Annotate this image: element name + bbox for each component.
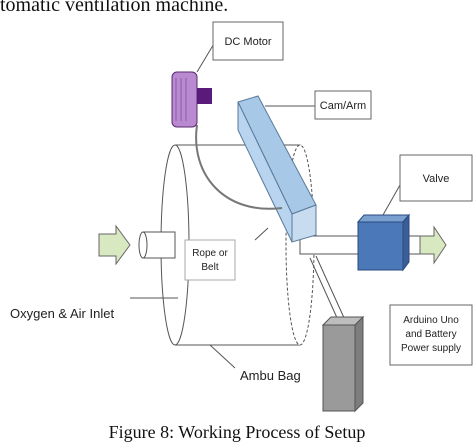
dc-motor-label-box [212, 21, 284, 61]
oxygen-inlet-label: Oxygen & Air Inlet [10, 306, 114, 321]
valve-label: Valve [423, 173, 450, 185]
cam-arm-label: Cam/Arm [320, 100, 366, 112]
valve [356, 213, 411, 272]
wire-to-arduino [309, 255, 346, 321]
arduino-label-line2: and Battery [405, 329, 456, 340]
dc-motor [171, 71, 212, 128]
header-text: tomatic ventilation machine. [0, 0, 229, 16]
arduino-label-box [389, 304, 473, 366]
inlet-arrow [98, 224, 131, 266]
cam-arm-label-box [314, 90, 372, 120]
dc-motor-label: DC Motor [224, 36, 271, 48]
rope-belt-label-line2: Belt [201, 262, 218, 273]
arduino-label-line1: Arduino Uno [403, 315, 459, 326]
rope-belt-label-box [184, 239, 236, 281]
leader-lines [130, 41, 401, 369]
outlet-arrow [419, 225, 447, 265]
arduino-label-line3: Power supply [401, 343, 461, 354]
inlet-tube [138, 231, 176, 259]
figure-caption: Figure 8: Working Process of Setup [108, 422, 366, 442]
cam-arm [237, 95, 317, 243]
arduino-battery-box [321, 315, 365, 413]
rope-belt [195, 124, 283, 210]
rope-belt-label-line1: Rope or [192, 248, 228, 259]
ambu-bag-label: Ambu Bag [240, 368, 301, 383]
valve-label-box [399, 154, 473, 202]
